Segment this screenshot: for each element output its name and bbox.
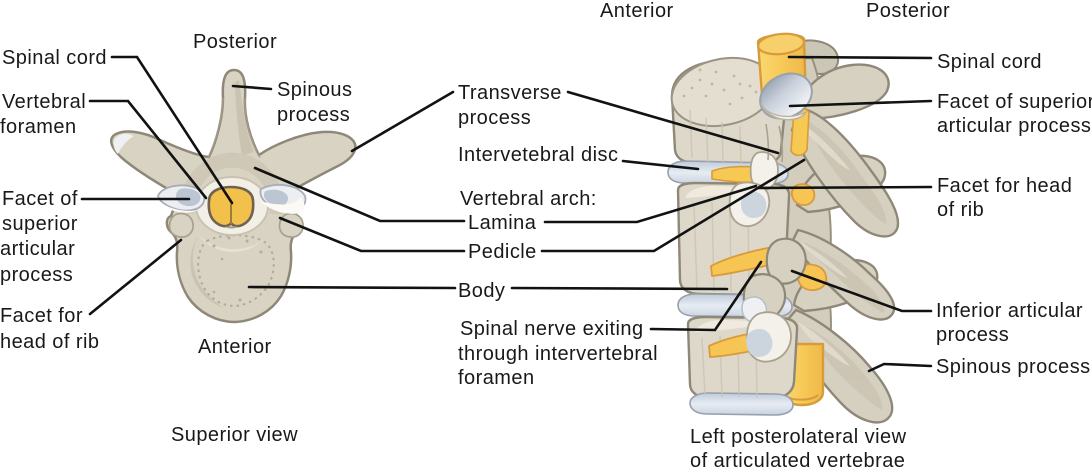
- svg-text:Transverse: Transverse: [458, 82, 562, 104]
- svg-text:of articulated vertebrae: of articulated vertebrae: [690, 450, 905, 472]
- svg-text:Superior view: Superior view: [171, 424, 298, 446]
- svg-text:Anterior: Anterior: [198, 336, 272, 358]
- svg-text:Facet of: Facet of: [2, 188, 78, 210]
- svg-text:Facet for head: Facet for head: [937, 175, 1072, 197]
- svg-text:Inferior articular: Inferior articular: [936, 300, 1083, 322]
- svg-text:Anterior: Anterior: [600, 0, 674, 22]
- svg-text:articular: articular: [0, 238, 75, 260]
- svg-text:Left posterolateral view: Left posterolateral view: [690, 426, 907, 448]
- svg-text:superior: superior: [2, 213, 78, 235]
- svg-text:Vertebral arch:: Vertebral arch:: [460, 188, 597, 210]
- svg-text:Lamina: Lamina: [468, 212, 537, 234]
- svg-text:Body: Body: [458, 280, 505, 302]
- svg-text:Spinal cord: Spinal cord: [937, 51, 1042, 73]
- svg-text:through intervertebral: through intervertebral: [458, 343, 658, 365]
- svg-text:Posterior: Posterior: [866, 0, 950, 22]
- svg-text:Spinal cord: Spinal cord: [2, 47, 107, 69]
- svg-text:process: process: [277, 104, 350, 126]
- svg-text:head of rib: head of rib: [0, 331, 99, 353]
- svg-text:process: process: [0, 264, 73, 286]
- svg-text:Spinous process: Spinous process: [936, 356, 1091, 378]
- svg-text:articular process: articular process: [937, 115, 1091, 137]
- svg-text:process: process: [458, 107, 531, 129]
- svg-text:Posterior: Posterior: [193, 31, 277, 53]
- svg-text:Facet of superior: Facet of superior: [937, 91, 1092, 113]
- svg-text:Intervetebral disc: Intervetebral disc: [458, 144, 618, 166]
- svg-text:Spinous: Spinous: [277, 79, 352, 101]
- svg-text:Pedicle: Pedicle: [468, 241, 537, 263]
- svg-text:foramen: foramen: [458, 367, 535, 389]
- svg-text:of rib: of rib: [937, 199, 984, 221]
- svg-text:process: process: [936, 324, 1009, 346]
- svg-text:foramen: foramen: [0, 116, 77, 138]
- svg-text:Facet for: Facet for: [0, 305, 83, 327]
- svg-text:Spinal nerve exiting: Spinal nerve exiting: [460, 318, 644, 340]
- svg-text:Vertebral: Vertebral: [2, 91, 86, 113]
